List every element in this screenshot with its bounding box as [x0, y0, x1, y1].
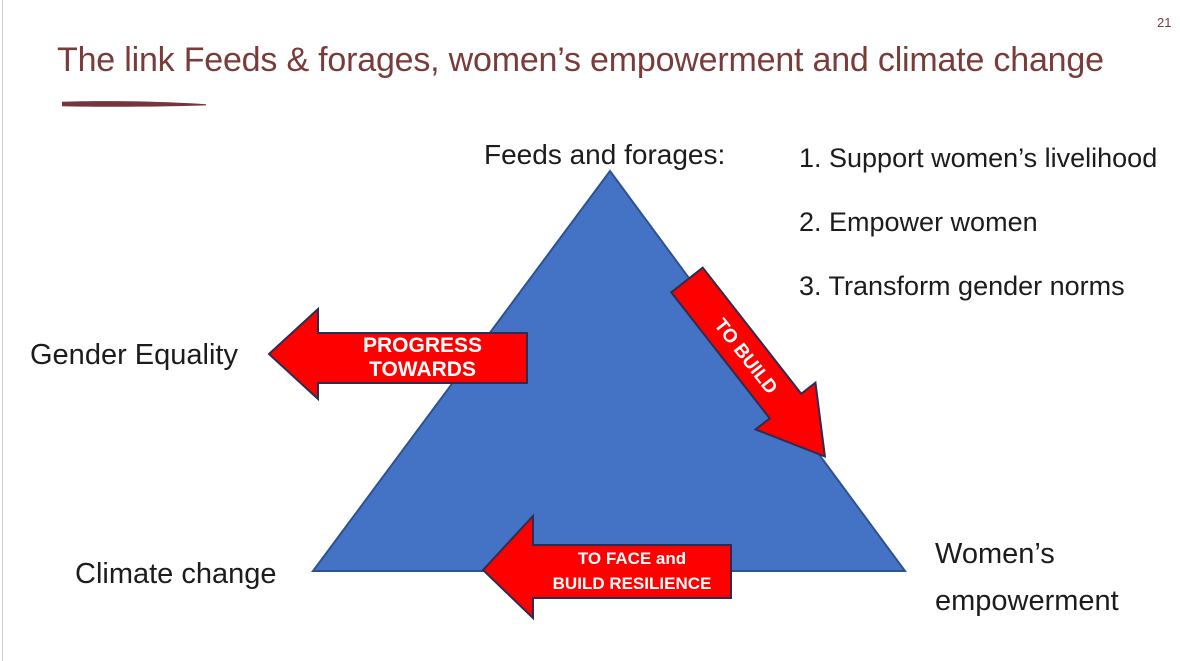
- points-list: 1. Support women’s livelihood 2. Empower…: [799, 141, 1180, 333]
- title-underline: [62, 101, 206, 107]
- label-womens-line1: Women’s: [935, 538, 1055, 570]
- list-item-empower-women: 2. Empower women: [799, 207, 1038, 237]
- arrow-bottom-shape: [481, 513, 732, 621]
- list-item-support-livelihood: 1. Support women’s livelihood: [799, 143, 1158, 173]
- arrow-left-label: PROGRESS TOWARDS: [362, 334, 483, 381]
- page-number: 21: [1157, 15, 1172, 30]
- label-climate-change: Climate change: [75, 558, 277, 590]
- label-womens-line2: empowerment: [935, 585, 1119, 617]
- arrow-diagonal-shape: [669, 266, 827, 459]
- arrow-bottom-label-line1: TO FACE and: [577, 549, 687, 568]
- arrow-bottom-label: TO FACE and BUILD RESILIENCE: [533, 544, 731, 598]
- label-womens-empowerment: Women’s empowerment: [935, 531, 1119, 625]
- list-item-transform-norms: 3. Transform gender norms: [799, 271, 1125, 301]
- label-gender-equality: Gender Equality: [30, 339, 238, 371]
- arrow-bottom-label-line2: BUILD RESILIENCE: [552, 574, 712, 593]
- slide-title: The link Feeds & forages, women’s empowe…: [57, 41, 1104, 79]
- label-feeds-forages: Feeds and forages:: [484, 139, 726, 170]
- slide-left-edge: [2, 0, 3, 661]
- arrow-left-shape: [267, 306, 528, 402]
